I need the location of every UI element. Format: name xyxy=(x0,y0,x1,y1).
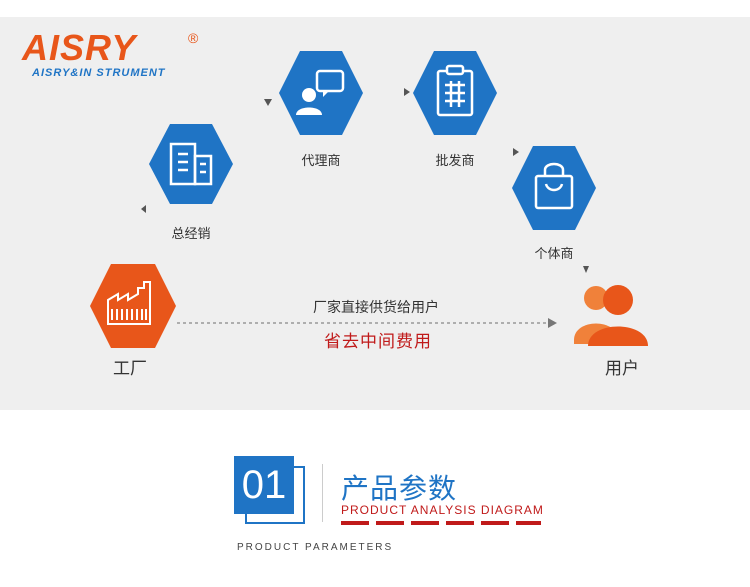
direct-supply-arrowhead xyxy=(548,318,557,328)
retailer-label: 个体商 xyxy=(534,247,574,262)
savings-caption: 省去中间费用 xyxy=(324,332,432,352)
agent-label: 代理商 xyxy=(301,154,341,169)
section-title: 产品参数 xyxy=(341,472,458,505)
general-distributor-label: 总经销 xyxy=(171,227,211,242)
wholesaler-label: 批发商 xyxy=(435,154,475,169)
wholesaler-node xyxy=(413,51,497,135)
registered-mark: ® xyxy=(188,30,199,46)
factory-node xyxy=(90,264,176,348)
arrow-to-wholesaler xyxy=(404,88,410,96)
building-icon xyxy=(169,142,213,186)
brand-tagline: AISRY&IN STRUMENT xyxy=(32,67,166,79)
factory-icon xyxy=(107,281,151,325)
arrow-to-user xyxy=(583,266,589,273)
retailer-node xyxy=(512,146,596,230)
agent-node xyxy=(279,51,363,135)
user-label: 用户 xyxy=(605,359,639,379)
general-distributor-node xyxy=(149,124,233,204)
direct-supply-caption: 厂家直接供货给用户 xyxy=(313,300,439,316)
shopping-bag-icon xyxy=(534,162,574,210)
section-subtitle: PRODUCT ANALYSIS DIAGRAM xyxy=(341,503,544,517)
arrow-to-distributor xyxy=(141,205,146,213)
section-footer: PRODUCT PARAMETERS xyxy=(237,542,394,553)
arrow-to-retailer xyxy=(513,148,519,156)
factory-label: 工厂 xyxy=(113,359,147,379)
section-number: 01 xyxy=(234,456,294,514)
section-dash-underline xyxy=(341,521,541,525)
brand-logo: AISRY xyxy=(22,27,137,68)
agent-chat-icon xyxy=(296,69,345,115)
arrow-to-agent xyxy=(264,99,272,106)
clipboard-icon xyxy=(436,64,474,117)
section-divider xyxy=(322,464,323,522)
users-icon xyxy=(574,285,648,346)
